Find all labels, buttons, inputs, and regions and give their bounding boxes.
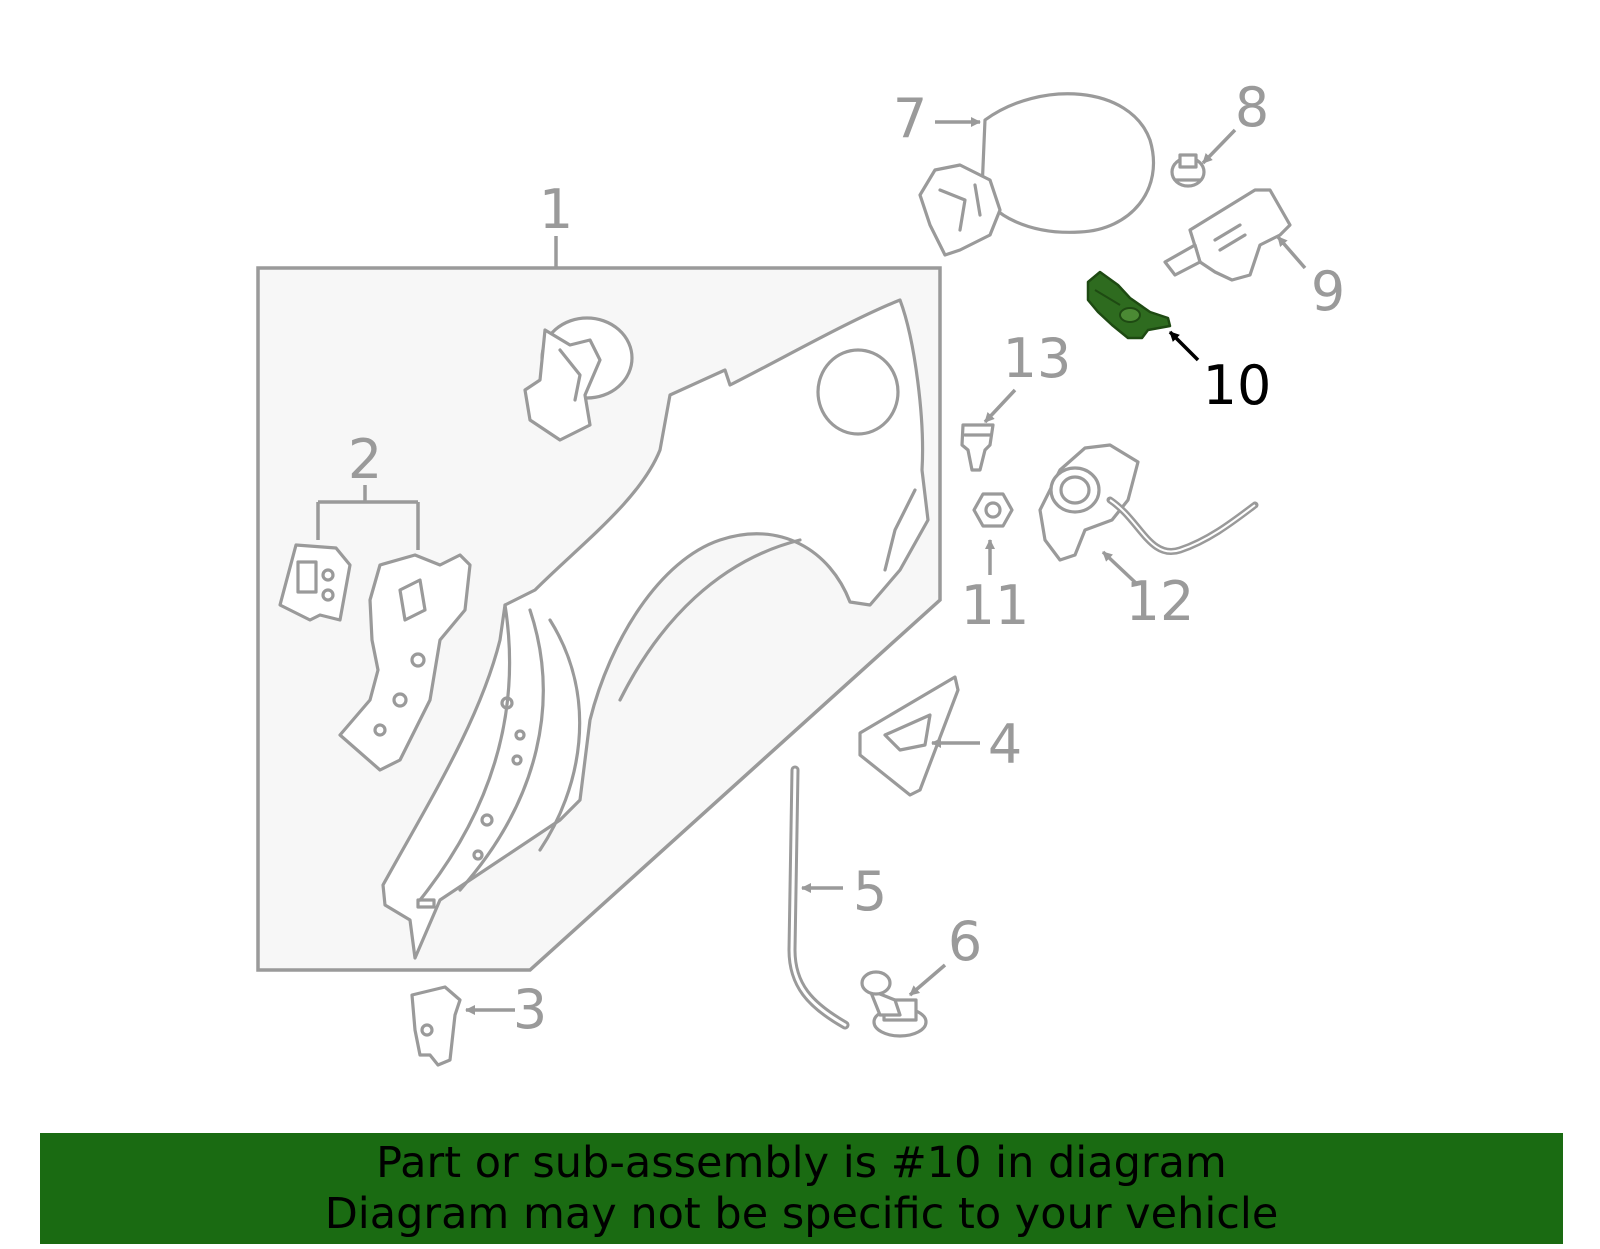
part-5-seal-strip — [787, 765, 850, 1030]
callout-1: 1 — [539, 178, 573, 241]
banner-line-1: Part or sub-assembly is #10 in diagram — [376, 1137, 1227, 1188]
callout-13: 13 — [1003, 327, 1072, 390]
fuel-filler-pocket — [523, 316, 634, 442]
part-10-highlighted-lever[interactable] — [1086, 270, 1200, 362]
callout-9: 9 — [1311, 260, 1345, 323]
callout-4: 4 — [988, 713, 1022, 776]
part-6-grommet — [860, 963, 947, 1038]
banner-line-2: Diagram may not be specific to your vehi… — [324, 1188, 1279, 1239]
callout-12: 12 — [1126, 570, 1195, 633]
callout-3: 3 — [513, 978, 547, 1041]
part-4-bracket — [858, 675, 980, 797]
callout-8: 8 — [1235, 76, 1269, 139]
callout-6: 6 — [948, 910, 982, 973]
info-banner: Part or sub-assembly is #10 in diagram D… — [40, 1133, 1563, 1244]
part-8-clip — [1170, 128, 1237, 188]
callout-2: 2 — [348, 428, 382, 491]
part-13-clip — [960, 388, 1017, 472]
part-9-actuator — [1163, 188, 1307, 282]
callout-7: 7 — [893, 87, 927, 150]
part-12-housing-cable — [1038, 443, 1259, 587]
callout-11: 11 — [961, 574, 1030, 637]
part-2-brackets — [278, 485, 472, 772]
callout-10[interactable]: 10 — [1203, 354, 1272, 417]
part-7-fuel-door — [918, 92, 1156, 257]
part-3-bracket — [410, 985, 515, 1067]
quarter-panel — [381, 298, 930, 960]
callout-5: 5 — [853, 860, 887, 923]
part-11-nut — [972, 492, 1014, 575]
